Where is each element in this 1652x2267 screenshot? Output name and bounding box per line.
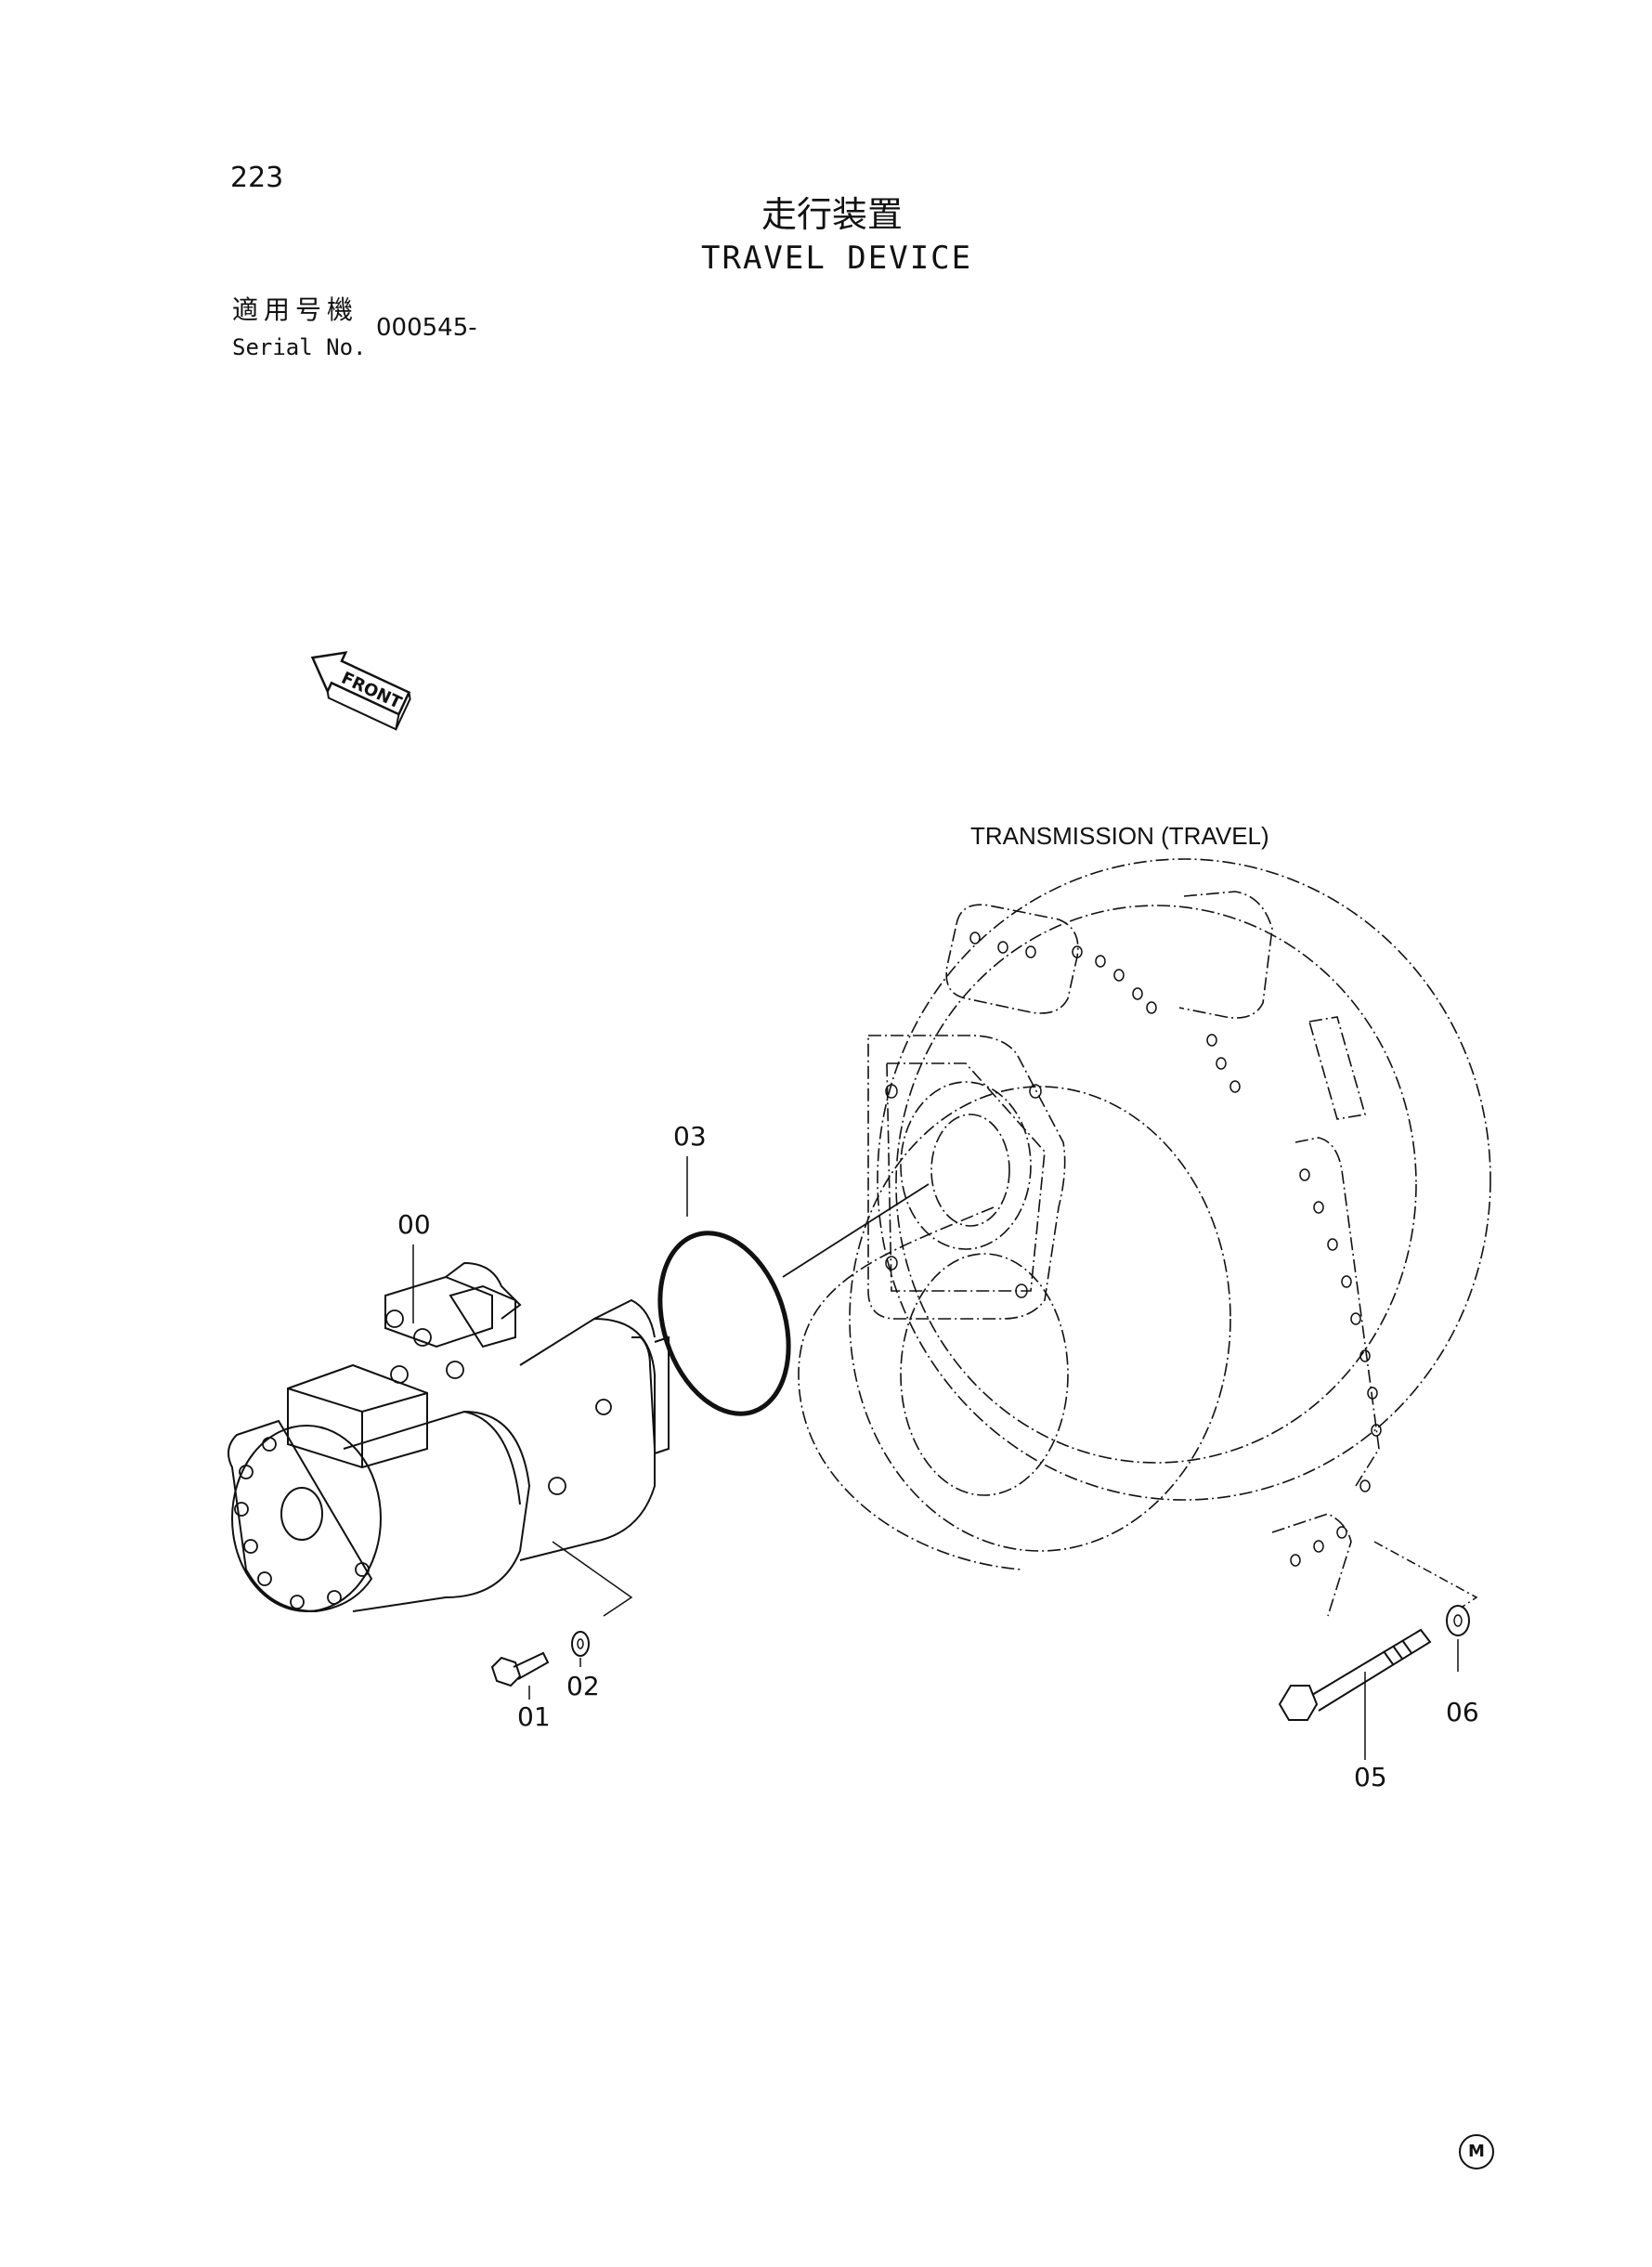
- motor-bolts: [234, 1309, 612, 1609]
- o-ring-part: [657, 1231, 791, 1416]
- bolt-01: [490, 1651, 550, 1687]
- housing-bolt-holes: [885, 932, 1382, 1567]
- front-arrow-icon: FRONT: [310, 651, 411, 731]
- part-label-02: 02: [566, 1671, 600, 1701]
- serial-number-value: 000545-: [376, 314, 477, 342]
- transmission-housing: [798, 858, 1491, 1617]
- page-number: 223: [230, 162, 284, 194]
- washer-02: [571, 1631, 590, 1657]
- leader-lines: [412, 1156, 1478, 1760]
- part-label-06: 06: [1446, 1697, 1479, 1727]
- travel-motor: [228, 1261, 670, 1613]
- serial-label-japanese: 適用号機: [232, 294, 359, 325]
- serial-label-english: Serial No.: [232, 334, 367, 360]
- part-label-01: 01: [517, 1701, 551, 1732]
- part-label-05: 05: [1354, 1762, 1387, 1792]
- title-english: TRAVEL DEVICE: [701, 240, 973, 277]
- part-label-00: 00: [397, 1209, 431, 1240]
- part-label-03: 03: [673, 1121, 707, 1152]
- title-japanese: 走行装置: [761, 194, 904, 235]
- transmission-label: TRANSMISSION (TRAVEL): [970, 822, 1269, 850]
- bolt-05: [1278, 1628, 1432, 1721]
- washer-06: [1446, 1605, 1470, 1636]
- manufacturer-mark: M: [1459, 2134, 1494, 2169]
